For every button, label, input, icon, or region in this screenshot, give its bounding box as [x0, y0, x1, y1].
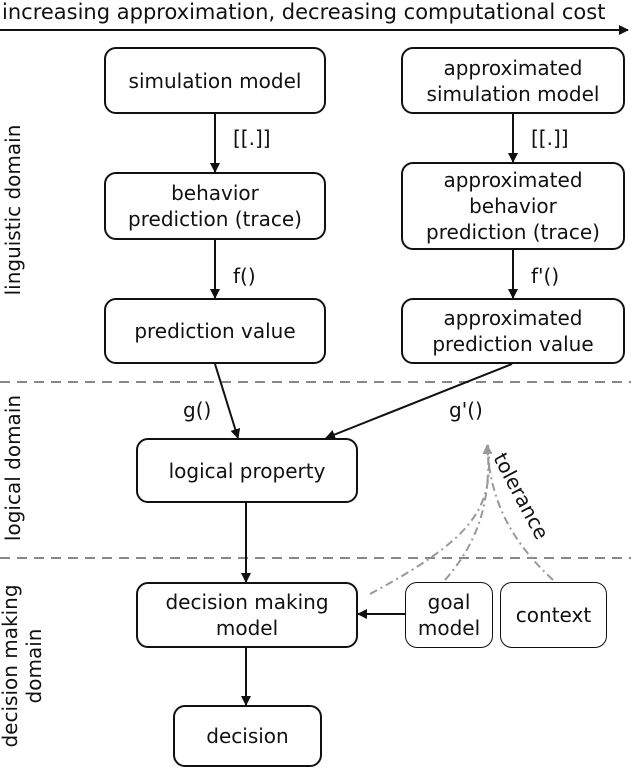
tolerance-curve-goal	[444, 449, 490, 581]
approximated-simulation-model-box: approximated simulation model	[401, 47, 625, 114]
simulation-model-box: simulation model	[104, 47, 326, 114]
linguistic-domain-label: linguistic domain	[1, 124, 25, 296]
arrow-g	[214, 363, 241, 439]
top-axis-label: increasing approximation, decreasing com…	[2, 0, 606, 24]
decision-making-model-box: decision making model	[136, 582, 358, 648]
context-box: context	[500, 582, 607, 648]
f-prime-label: f'()	[531, 264, 560, 288]
g-label: g()	[183, 398, 212, 422]
g-prime-label: g'()	[449, 398, 483, 422]
approximated-prediction-value-box: approximated prediction value	[401, 298, 625, 364]
prediction-value-box: prediction value	[104, 298, 326, 364]
approximated-behavior-prediction-box: approximated behavior prediction (trace)	[401, 162, 625, 250]
goal-model-box: goal model	[405, 582, 493, 648]
tolerance-curve-context	[482, 444, 554, 581]
semantics-label-left: [[.]]	[233, 126, 271, 150]
logical-domain-label: logical domain	[1, 394, 25, 542]
decision-box: decision	[173, 705, 322, 767]
behavior-prediction-box: behavior prediction (trace)	[104, 172, 326, 240]
logical-property-box: logical property	[136, 438, 358, 503]
semantics-label-right: [[.]]	[531, 126, 569, 150]
arrow-g-prime	[325, 363, 513, 440]
tolerance-curve-decision	[369, 444, 490, 595]
decision-making-domain-label: decision making domain	[0, 584, 46, 748]
f-label: f()	[233, 264, 256, 288]
